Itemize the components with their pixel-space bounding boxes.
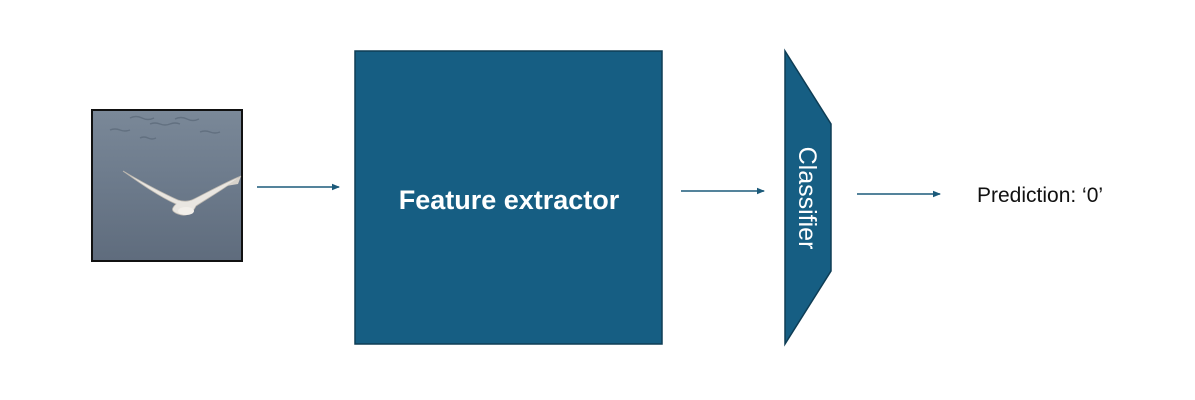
- classifier-block: Classifier: [784, 48, 832, 347]
- feature-extractor-label: Feature extractor: [399, 185, 620, 215]
- input-image: [91, 109, 243, 262]
- prediction-label: Prediction: ‘0’: [977, 184, 1103, 207]
- feature-extractor-block: Feature extractor: [354, 50, 663, 345]
- water-ripples-icon: [109, 115, 221, 140]
- classifier-label: Classifier: [793, 147, 821, 250]
- bird-icon: [122, 170, 242, 216]
